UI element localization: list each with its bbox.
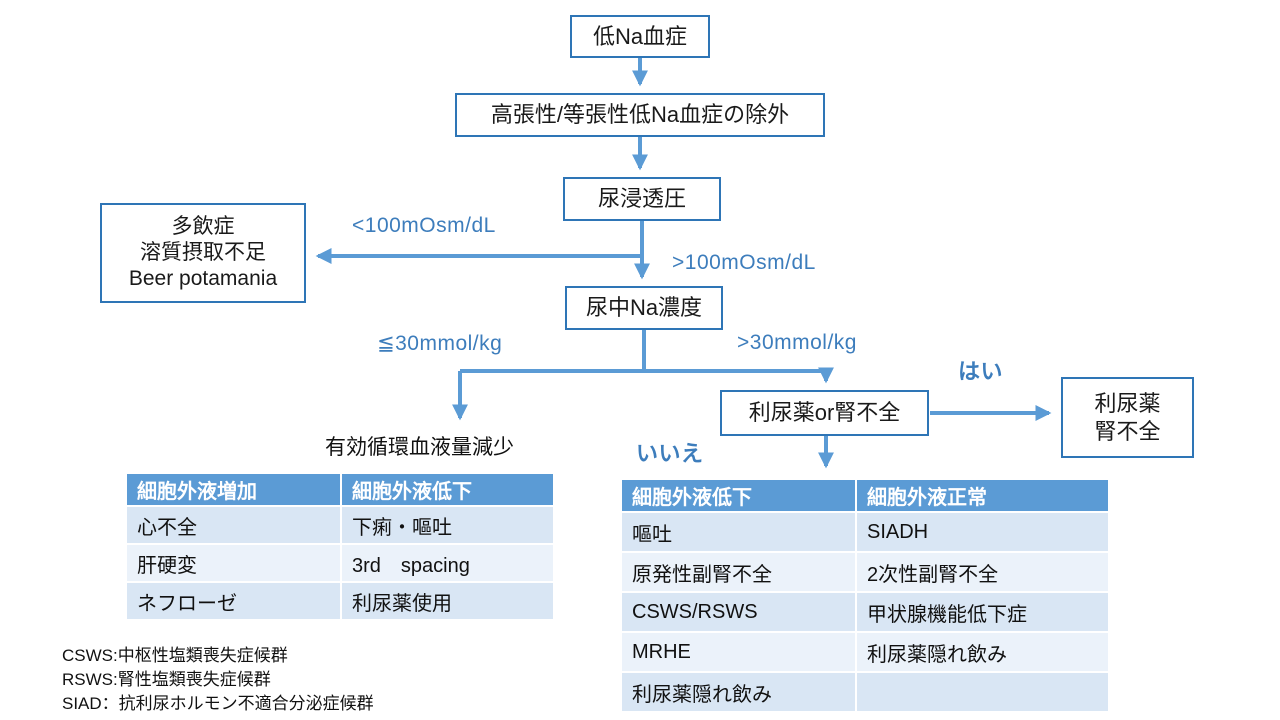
edge-label-no: いいえ bbox=[636, 441, 704, 466]
box-diuretic-renal-failure: 利尿薬 腎不全 bbox=[1061, 377, 1194, 458]
box-hyponatremia: 低Na血症 bbox=[570, 15, 710, 58]
polydipsia-line3: Beer potamania bbox=[128, 267, 278, 291]
box-diuretic-or-renal-label: 利尿薬or腎不全 bbox=[748, 400, 901, 426]
box-urine-osmolality-label: 尿浸透圧 bbox=[597, 186, 686, 212]
box-hyponatremia-label: 低Na血症 bbox=[592, 23, 688, 49]
edge-label-gt100: >100mOsm/dL bbox=[672, 251, 816, 274]
label-effective-volume: 有効循環血液量減少 bbox=[325, 436, 514, 459]
footnote-siad: SIAD：抗利尿ホルモン不適合分泌症候群 bbox=[62, 694, 374, 713]
left-table-cell-0-1: 下痢・嘔吐 bbox=[340, 505, 555, 545]
table-row: 嘔吐 SIADH bbox=[620, 511, 1110, 553]
left-table-cell-2-1: 利尿薬使用 bbox=[340, 581, 555, 621]
left-table-header-1: 細胞外液低下 bbox=[340, 472, 555, 507]
polydipsia-line1: 多飲症 bbox=[171, 214, 235, 238]
box-urine-na: 尿中Na濃度 bbox=[565, 286, 723, 330]
footnotes: CSWS:中枢性塩類喪失症候群 RSWS:腎性塩類喪失症候群 SIAD：抗利尿ホ… bbox=[62, 644, 374, 716]
right-table-cell-0-1: SIADH bbox=[855, 511, 1110, 553]
left-table-header-row: 細胞外液増加 細胞外液低下 bbox=[125, 472, 555, 507]
right-table-cell-4-1 bbox=[855, 671, 1110, 713]
left-table-cell-2-0: ネフローゼ bbox=[125, 581, 342, 621]
right-table: 細胞外液低下 細胞外液正常 嘔吐 SIADH 原発性副腎不全 2次性副腎不全 C… bbox=[620, 478, 1110, 713]
right-table-cell-2-1: 甲状腺機能低下症 bbox=[855, 591, 1110, 633]
edge-label-yes: はい bbox=[958, 359, 1004, 384]
box-urine-osmolality: 尿浸透圧 bbox=[563, 177, 721, 221]
edge-label-lt100: <100mOsm/dL bbox=[352, 214, 496, 237]
right-table-header-row: 細胞外液低下 細胞外液正常 bbox=[620, 478, 1110, 513]
table-row: 利尿薬隠れ飲み bbox=[620, 671, 1110, 713]
box-exclusion: 高張性/等張性低Na血症の除外 bbox=[455, 93, 825, 137]
right-table-cell-3-0: MRHE bbox=[620, 631, 857, 673]
box-polydipsia: 多飲症 溶質摂取不足 Beer potamania bbox=[100, 203, 306, 303]
right-table-cell-2-0: CSWS/RSWS bbox=[620, 591, 857, 633]
right-table-cell-4-0: 利尿薬隠れ飲み bbox=[620, 671, 857, 713]
right-table-cell-1-0: 原発性副腎不全 bbox=[620, 551, 857, 593]
footnote-rsws: RSWS:腎性塩類喪失症候群 bbox=[62, 670, 271, 689]
footnote-csws: CSWS:中枢性塩類喪失症候群 bbox=[62, 646, 288, 665]
left-table-cell-1-0: 肝硬変 bbox=[125, 543, 342, 583]
right-table-cell-1-1: 2次性副腎不全 bbox=[855, 551, 1110, 593]
table-row: MRHE 利尿薬隠れ飲み bbox=[620, 631, 1110, 673]
box-diuretic-or-renal: 利尿薬or腎不全 bbox=[720, 390, 929, 436]
table-row: 肝硬変 3rd spacing bbox=[125, 543, 555, 583]
left-table-cell-1-1: 3rd spacing bbox=[340, 543, 555, 583]
polydipsia-line2: 溶質摂取不足 bbox=[140, 240, 266, 264]
left-table-header-0: 細胞外液増加 bbox=[125, 472, 342, 507]
right-table-cell-3-1: 利尿薬隠れ飲み bbox=[855, 631, 1110, 673]
right-table-cell-0-0: 嘔吐 bbox=[620, 511, 857, 553]
edge-label-gt30: >30mmol/kg bbox=[737, 331, 857, 354]
left-table: 細胞外液増加 細胞外液低下 心不全 下痢・嘔吐 肝硬変 3rd spacing … bbox=[125, 472, 555, 621]
box-urine-na-label: 尿中Na濃度 bbox=[585, 295, 703, 321]
edge-label-le30: ≦30mmol/kg bbox=[377, 332, 503, 355]
diuretic-line2: 腎不全 bbox=[1094, 418, 1161, 444]
right-table-header-0: 細胞外液低下 bbox=[620, 478, 857, 513]
table-row: 心不全 下痢・嘔吐 bbox=[125, 505, 555, 545]
diuretic-line1: 利尿薬 bbox=[1094, 391, 1161, 416]
box-exclusion-label: 高張性/等張性低Na血症の除外 bbox=[490, 102, 790, 128]
table-row: 原発性副腎不全 2次性副腎不全 bbox=[620, 551, 1110, 593]
table-row: ネフローゼ 利尿薬使用 bbox=[125, 581, 555, 621]
table-row: CSWS/RSWS 甲状腺機能低下症 bbox=[620, 591, 1110, 633]
right-table-header-1: 細胞外液正常 bbox=[855, 478, 1110, 513]
left-table-cell-0-0: 心不全 bbox=[125, 505, 342, 545]
